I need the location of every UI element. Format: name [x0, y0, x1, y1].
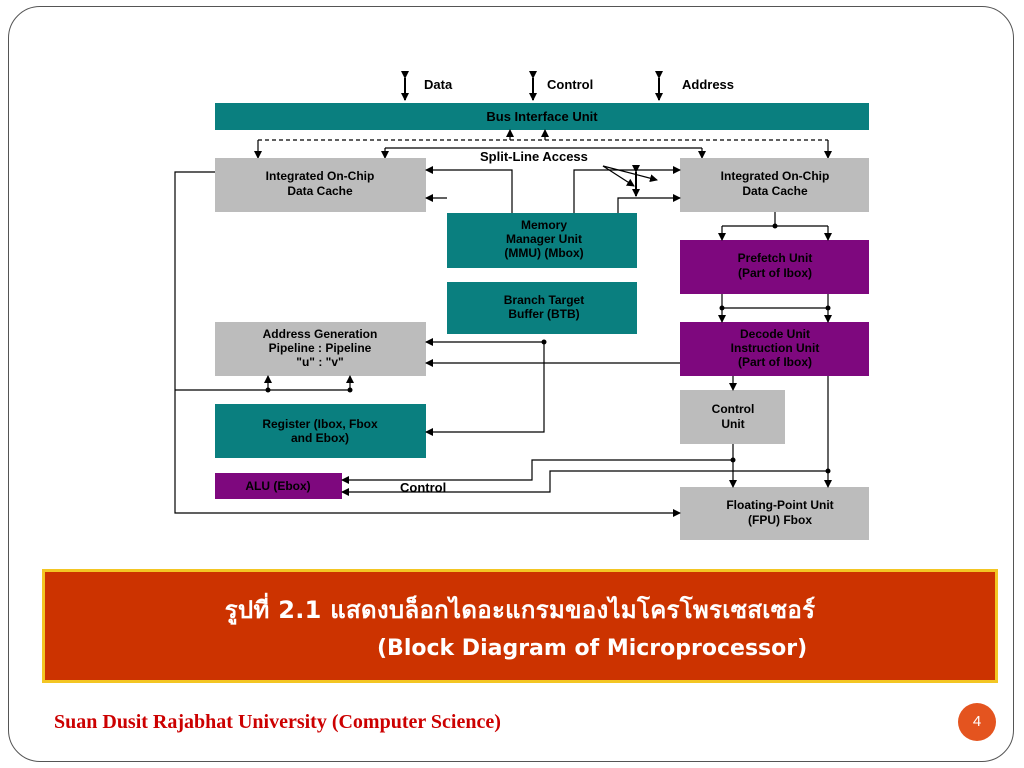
btb-box [447, 282, 637, 334]
mmu-line1: Memory [521, 218, 567, 232]
address-label: Address [682, 77, 734, 92]
control-unit-line2: Unit [721, 417, 744, 431]
page-number: 4 [958, 703, 996, 741]
footer-university: Suan Dusit Rajabhat University (Computer… [54, 711, 501, 733]
address-generation-line2: Pipeline : Pipeline [269, 341, 372, 355]
decode-unit-box [680, 322, 869, 376]
decode-line1: Decode Unit [740, 327, 810, 341]
left-data-cache-line1: Integrated On-Chip [266, 169, 375, 183]
bus-interface-unit [215, 103, 869, 130]
split-line-access-label: Split-Line Access [480, 149, 588, 164]
decode-line2: Instruction Unit [731, 341, 820, 355]
data-label: Data [424, 77, 453, 92]
prefetch-line1: Prefetch Unit [738, 251, 813, 265]
figure-caption: รูปที่ 2.1 แสดงบล็อกไดอะแกรมของไมโครโพรเ… [42, 569, 998, 683]
alu-box [215, 473, 342, 499]
register-line2: and Ebox) [291, 431, 349, 445]
control-unit-box [680, 390, 785, 444]
control-label: Control [547, 77, 593, 92]
control-unit-line1: Control [712, 402, 755, 416]
bus-interface-unit-label: Bus Interface Unit [486, 109, 598, 124]
decode-line3: (Part of Ibox) [738, 355, 812, 369]
register-line1: Register (Ibox, Fbox [262, 417, 378, 431]
alu-label: ALU (Ebox) [245, 479, 310, 493]
alu-control-label: Control [400, 480, 446, 495]
fpu-line1: Floating-Point Unit [726, 498, 833, 512]
fpu-box [680, 487, 869, 540]
slide-frame [8, 6, 1014, 762]
btb-line2: Buffer (BTB) [508, 307, 579, 321]
prefetch-unit-box [680, 240, 869, 294]
register-box [215, 404, 426, 458]
address-generation-line3: "u" : "v" [296, 355, 343, 369]
caption-thai-title: รูปที่ 2.1 แสดงบล็อกไดอะแกรมของไมโครโพรเ… [224, 596, 816, 624]
mmu-line3: (MMU) (Mbox) [504, 246, 583, 260]
left-data-cache [215, 158, 426, 212]
prefetch-line2: (Part of Ibox) [738, 266, 812, 280]
address-generation-line1: Address Generation [263, 327, 378, 341]
right-data-cache-line1: Integrated On-Chip [721, 169, 830, 183]
mmu-line2: Manager Unit [506, 232, 582, 246]
address-generation-box [215, 322, 426, 376]
caption-english-title: (Block Diagram of Microprocessor) [377, 636, 808, 661]
left-data-cache-line2: Data Cache [287, 184, 353, 198]
right-data-cache [680, 158, 869, 212]
btb-line1: Branch Target [504, 293, 584, 307]
mmu-box [447, 213, 637, 268]
fpu-line2: (FPU) Fbox [748, 513, 812, 527]
right-data-cache-line2: Data Cache [742, 184, 808, 198]
